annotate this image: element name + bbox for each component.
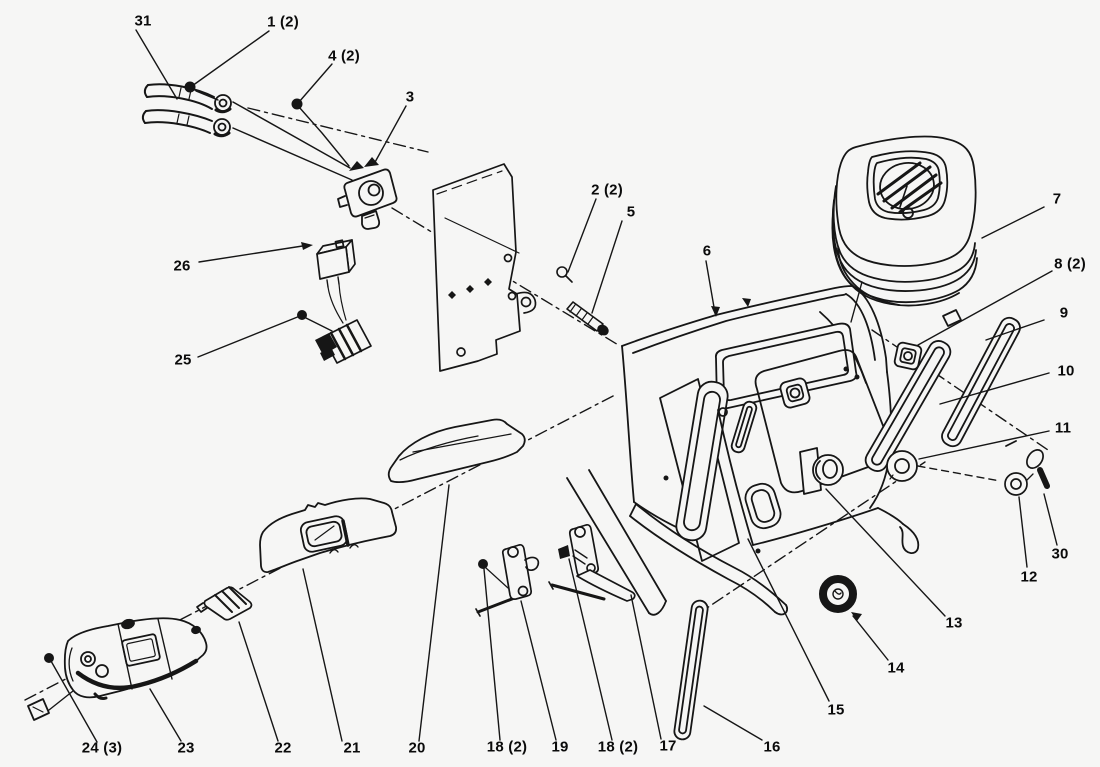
callout-13-16: 13: [945, 614, 963, 632]
lever-17: [548, 523, 636, 602]
bellows-boot: [831, 135, 978, 323]
callout-30-14: 30: [1051, 545, 1069, 563]
callout-8x2-10: 8 (2): [1054, 255, 1086, 273]
callout-10-12: 10: [1057, 362, 1075, 380]
callout-12-15: 12: [1020, 568, 1038, 586]
centerline-short: [917, 465, 1001, 482]
callout-7-9: 7: [1052, 190, 1062, 208]
callout-25-5: 25: [174, 351, 192, 369]
cable-harness: [141, 83, 215, 134]
callout-1x2-1: 1 (2): [267, 13, 299, 31]
screw-2: [556, 266, 573, 283]
screw-24: [27, 690, 74, 721]
callout-31-0: 31: [134, 12, 152, 30]
grommet: [819, 575, 857, 613]
callout-14-17: 14: [887, 659, 905, 677]
bolt-18-right: [558, 545, 570, 559]
callout-24x3-28: 24 (3): [81, 739, 123, 757]
callout-11-13: 11: [1054, 419, 1072, 437]
control-panel: [63, 617, 208, 700]
interlock-switch: [337, 157, 398, 230]
callout-21-25: 21: [343, 739, 361, 757]
callout-2x2-6: 2 (2): [591, 181, 623, 199]
bracket-19: [475, 543, 540, 617]
lens-window: [387, 418, 526, 484]
trim-strip-16: [673, 599, 709, 741]
ring-terminals: [213, 94, 232, 138]
callout-4x2-2: 4 (2): [328, 47, 360, 65]
callout-22-26: 22: [274, 739, 292, 757]
trim-strip-9: [941, 309, 1021, 448]
callout-20-24: 20: [408, 739, 426, 757]
clip-bracket: [196, 586, 253, 621]
callout-18x2-21: 18 (2): [597, 738, 639, 756]
callout-9-11: 9: [1059, 304, 1069, 322]
connector-block: [315, 319, 372, 364]
callout-15-18: 15: [827, 701, 845, 719]
callout-3-3: 3: [405, 88, 415, 106]
mounting-plate: [432, 163, 537, 372]
leader-lines: [50, 29, 1058, 743]
callout-19-22: 19: [551, 738, 569, 756]
stud-5: [566, 301, 609, 336]
console-housing: [566, 285, 952, 616]
callout-17-20: 17: [659, 737, 677, 755]
callout-26-4: 26: [173, 257, 191, 275]
leader-bullets: [44, 81, 307, 663]
callout-16-19: 16: [763, 738, 781, 756]
bolt-18-left: [478, 559, 488, 569]
upper-shroud: [259, 497, 398, 574]
control-rod: [232, 101, 353, 181]
leader-arrowheads: [301, 242, 862, 621]
relay: [316, 239, 356, 324]
key-and-washer: [1004, 449, 1050, 496]
callout-18x2-23: 18 (2): [486, 738, 528, 756]
callout-23-27: 23: [177, 739, 195, 757]
callout-6-8: 6: [702, 242, 712, 260]
callout-5-7: 5: [626, 203, 636, 221]
